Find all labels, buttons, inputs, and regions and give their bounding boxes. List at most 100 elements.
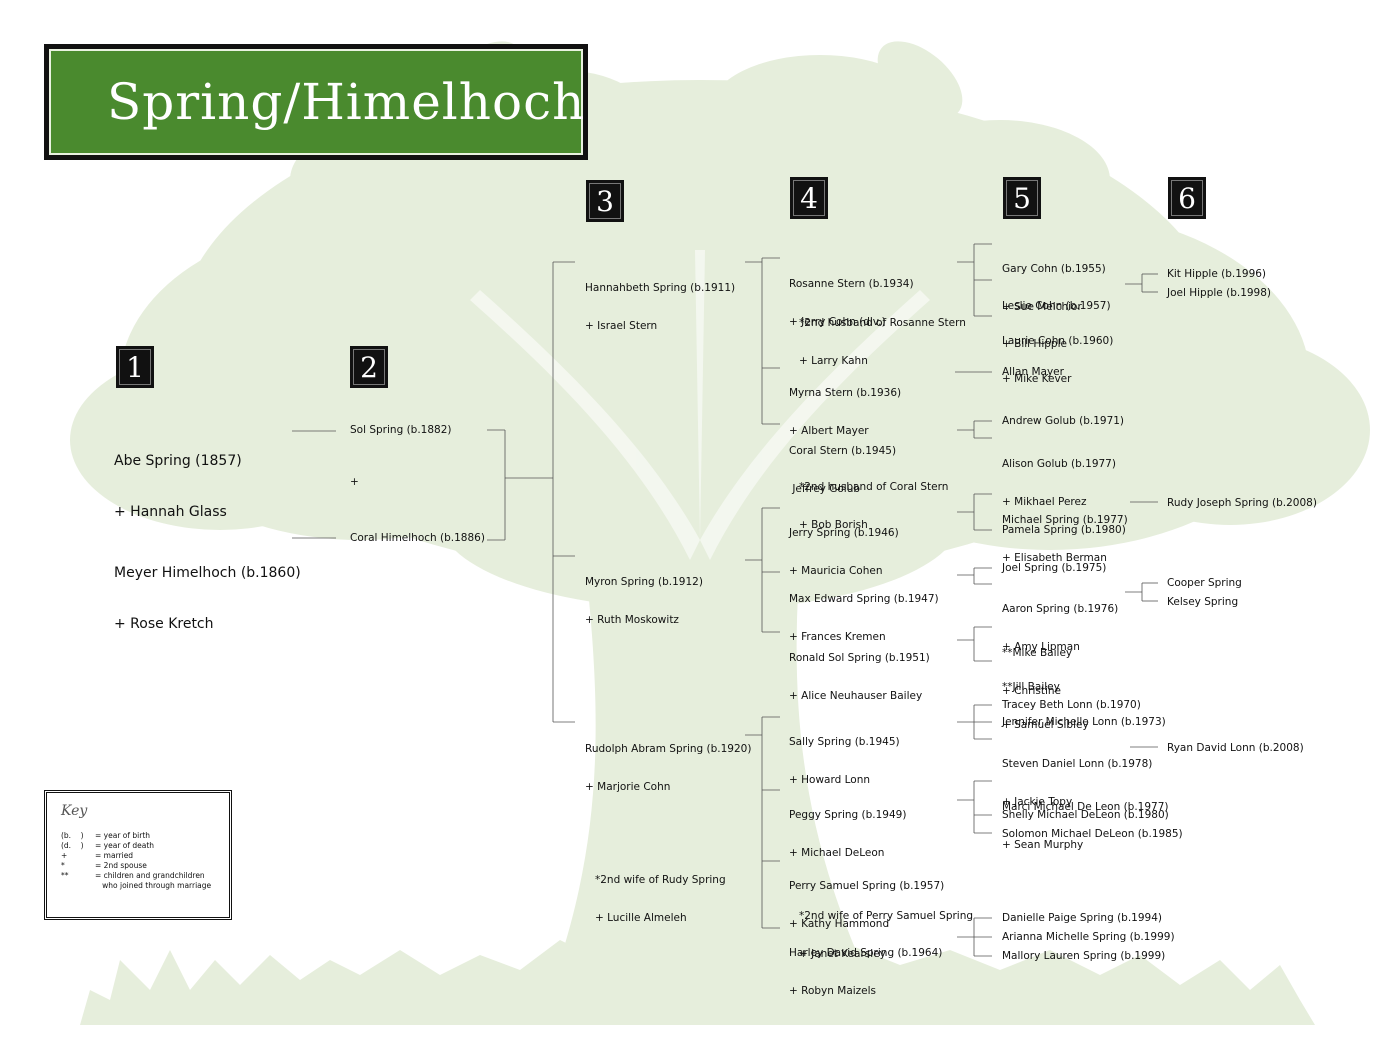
person-jerry-spring: Jerry Spring (b.1946) + Mauricia Cohen bbox=[789, 502, 899, 590]
person-name: Jerry Spring (b.1946) bbox=[789, 527, 899, 540]
person-allan-mayer: Allan Mayer bbox=[1002, 366, 1064, 378]
person-rudolph-spring: Rudolph Abram Spring (b.1920) + Marjorie… bbox=[585, 718, 751, 806]
spouse-name: + Sue Melchior bbox=[1002, 300, 1082, 313]
person-name: Marci Michael De Leon (b.1977) bbox=[1002, 801, 1169, 814]
person-name: Abe Spring (1857) bbox=[114, 453, 242, 469]
second-spouse-perry: *2nd wife of Perry Samuel Spring + Janet… bbox=[799, 885, 973, 973]
spouse-name: + Lucille Almeleh bbox=[595, 911, 687, 924]
legend-row: (b. ) = year of birth bbox=[61, 831, 215, 841]
legend-text: = 2nd spouse bbox=[95, 861, 147, 870]
person-danielle-spring: Danielle Paige Spring (b.1994) bbox=[1002, 912, 1162, 924]
legend-text: = married bbox=[95, 851, 134, 860]
title-banner: Spring/Himelhoch bbox=[44, 44, 588, 160]
spouse-name: + Albert Mayer bbox=[789, 424, 869, 437]
person-harley-spring: Harley David Spring (b.1964) + Robyn Mai… bbox=[789, 922, 942, 1010]
person-ronald-spring: Ronald Sol Spring (b.1951) + Alice Neuha… bbox=[789, 627, 930, 715]
person-andrew-golub: Andrew Golub (b.1971) bbox=[1002, 415, 1125, 427]
person-solomon-deleon: Solomon Michael DeLeon (b.1985) bbox=[1002, 828, 1183, 840]
person-name: Aaron Spring (b.1976) bbox=[1002, 603, 1119, 616]
note-text: *2nd wife of Rudy Spring bbox=[595, 874, 726, 887]
person-name: Michael Spring (b.1977) bbox=[1002, 514, 1128, 527]
spouse-name: + Kathy Hammond bbox=[789, 917, 890, 930]
generation-5-marker: 5 bbox=[1003, 177, 1041, 219]
spouse-name: + Robyn Maizels bbox=[789, 984, 877, 997]
second-spouse-rudy: *2nd wife of Rudy Spring + Lucille Almel… bbox=[595, 849, 726, 937]
legend-title: Key bbox=[61, 803, 88, 819]
spouse-name: + Frances Kremen bbox=[789, 630, 886, 643]
spouse-name: + Samuel Sibley bbox=[1002, 718, 1089, 731]
person-tracey-lonn: Tracey Beth Lonn (b.1970) bbox=[1002, 699, 1141, 711]
legend-symbol: ** bbox=[61, 871, 69, 880]
person-coral-himelhoch: Coral Himelhoch (b.1886) bbox=[350, 532, 485, 544]
legend-text: = year of birth bbox=[95, 831, 151, 840]
legend-row: (d. )= year of death bbox=[61, 841, 215, 851]
person-name: Myrna Stern (b.1936) bbox=[789, 387, 902, 400]
person-sally-spring: Sally Spring (b.1945) + Howard Lonn bbox=[789, 711, 900, 799]
person-name: Rosanne Stern (b.1934) bbox=[789, 278, 914, 291]
spouse-name: + Amy Lipman bbox=[1002, 640, 1080, 653]
note-text: *2nd husband of Coral Stern bbox=[799, 481, 949, 494]
generation-2-marker: 2 bbox=[350, 346, 388, 388]
person-joel-hipple: Joel Hipple (b.1998) bbox=[1167, 287, 1272, 299]
person-alison-golub: Alison Golub (b.1977) + Mikhael Perez bbox=[1002, 433, 1116, 521]
person-michael-spring: Michael Spring (b.1977) + Elisabeth Berm… bbox=[1002, 489, 1128, 577]
person-max-spring: Max Edward Spring (b.1947) + Frances Kre… bbox=[789, 568, 939, 656]
generation-3-marker: 3 bbox=[586, 180, 624, 222]
person-name: Steven Daniel Lonn (b.1978) bbox=[1002, 758, 1153, 771]
person-name: Hannahbeth Spring (b.1911) bbox=[585, 282, 736, 295]
spouse-name: + Hannah Glass bbox=[114, 504, 227, 520]
spouse-name: + Janet Kearsley bbox=[799, 947, 886, 960]
spouse-name: + Bill Hipple bbox=[1002, 337, 1067, 350]
person-mike-bailey: **Mike Bailey + Christine bbox=[1002, 622, 1072, 710]
legend-symbol: (b. ) bbox=[61, 831, 84, 840]
legend-row: += married bbox=[61, 851, 215, 861]
spouse-name: + Jerry Cohn (div.) bbox=[789, 315, 886, 328]
spouse-name: + Marjorie Cohn bbox=[585, 780, 671, 793]
spouse-name: Jeffrey Golub bbox=[789, 482, 861, 495]
person-mallory-spring: Mallory Lauren Spring (b.1999) bbox=[1002, 950, 1166, 962]
person-name: Peggy Spring (b.1949) bbox=[789, 809, 907, 822]
legend-text: = year of death bbox=[95, 841, 155, 850]
person-name: **Jill Bailey bbox=[1002, 681, 1060, 694]
person-gary-cohn: Gary Cohn (b.1955) + Sue Melchior bbox=[1002, 238, 1106, 326]
legend-text: who joined through marriage bbox=[95, 881, 212, 890]
spouse-name: + Rose Kretch bbox=[114, 616, 214, 632]
person-name: Meyer Himelhoch (b.1860) bbox=[114, 565, 301, 581]
person-kit-hipple: Kit Hipple (b.1996) bbox=[1167, 268, 1267, 280]
spouse-name: + Alice Neuhauser Bailey bbox=[789, 689, 923, 702]
person-name: Max Edward Spring (b.1947) bbox=[789, 593, 939, 606]
person-joel-spring: Joel Spring (b.1975) bbox=[1002, 562, 1107, 574]
spouse-name: + Ruth Moskowitz bbox=[585, 613, 679, 626]
person-abe-spring: Abe Spring (1857) + Hannah Glass bbox=[114, 419, 242, 538]
person-hannahbeth-spring: Hannahbeth Spring (b.1911) + Israel Ster… bbox=[585, 257, 735, 345]
person-aaron-spring: Aaron Spring (b.1976) + Amy Lipman bbox=[1002, 578, 1118, 666]
generation-1-marker: 1 bbox=[116, 346, 154, 388]
spouse-name: + Christine bbox=[1002, 684, 1061, 697]
person-perry-spring: Perry Samuel Spring (b.1957) + Kathy Ham… bbox=[789, 855, 944, 943]
person-name: Leslie Cohn (b.1957) bbox=[1002, 300, 1111, 313]
person-shelly-deleon: Shelly Michael DeLeon (b.1980) bbox=[1002, 809, 1169, 821]
person-meyer-himelhoch: Meyer Himelhoch (b.1860) + Rose Kretch bbox=[114, 531, 301, 650]
person-rudy-joseph-spring: Rudy Joseph Spring (b.2008) bbox=[1167, 497, 1317, 509]
legend-symbol: * bbox=[61, 861, 65, 870]
spouse-name: + Bob Borish bbox=[799, 518, 868, 531]
person-cooper-spring: Cooper Spring bbox=[1167, 577, 1242, 589]
person-myrna-stern: Myrna Stern (b.1936) + Albert Mayer bbox=[789, 362, 901, 450]
person-name: Laurie Cohn (b.1960) bbox=[1002, 335, 1114, 348]
spouse-name: + Sean Murphy bbox=[1002, 838, 1084, 851]
person-name: Ronald Sol Spring (b.1951) bbox=[789, 652, 930, 665]
note-text: *2nd husband of Rosanne Stern bbox=[799, 317, 966, 330]
person-name: Rudolph Abram Spring (b.1920) bbox=[585, 743, 752, 756]
person-name: **Mike Bailey bbox=[1002, 647, 1073, 660]
person-rosanne-stern: Rosanne Stern (b.1934) + Jerry Cohn (div… bbox=[789, 253, 914, 341]
person-name: Myron Spring (b.1912) bbox=[585, 576, 703, 589]
second-spouse-coral: *2nd husband of Coral Stern + Bob Borish bbox=[799, 456, 948, 544]
person-laurie-cohn: Laurie Cohn (b.1960) + Mike Kever bbox=[1002, 310, 1113, 398]
spouse-name: + Elisabeth Berman bbox=[1002, 551, 1107, 564]
generation-4-marker: 4 bbox=[790, 177, 828, 219]
legend-text: = children and grandchildren bbox=[95, 871, 205, 880]
legend-key: Key (b. ) = year of birth (d. )= year of … bbox=[44, 790, 232, 920]
marriage-plus: + bbox=[350, 476, 359, 488]
spouse-name: + Howard Lonn bbox=[789, 773, 871, 786]
